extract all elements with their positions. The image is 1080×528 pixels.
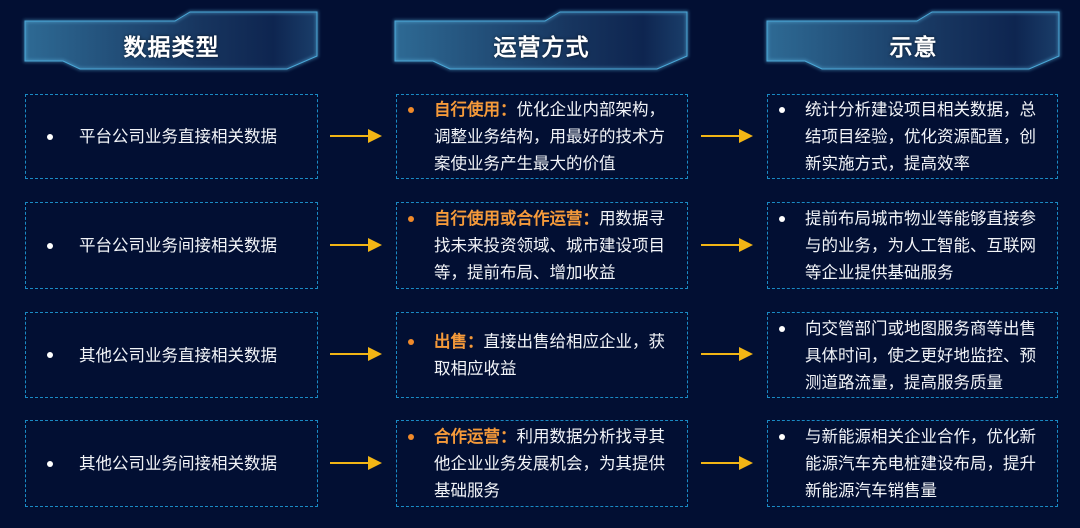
illustration-text: 提前布局城市物业等能够直接参与的业务，为人工智能、互联网等企业提供基础服务: [805, 209, 1036, 282]
illustration-text: 与新能源相关企业合作，优化新能源汽车充电桩建设布局，提升新能源汽车销售量: [805, 427, 1036, 500]
header-label: 示意: [889, 35, 938, 61]
header-illustration: 示意: [765, 10, 1061, 71]
operation-mode-box: 自行使用或合作运营：用数据寻找未来投资领域、城市建设项目等，提前布局、增加收益: [396, 202, 688, 289]
bullet-icon: [47, 352, 53, 358]
data-type-label: 其他公司业务间接相关数据: [79, 454, 277, 473]
method-keyword: 自行使用或合作运营：: [434, 209, 599, 228]
header-data-type: 数据类型: [23, 10, 319, 71]
bullet-icon: [408, 339, 414, 345]
illustration-box: 向交管部门或地图服务商等出售具体时间，使之更好地监控、预测道路流量，提高服务质量: [767, 312, 1058, 398]
illustration-box: 与新能源相关企业合作，优化新能源汽车充电桩建设布局，提升新能源汽车销售量: [767, 420, 1058, 507]
method-keyword: 自行使用：: [434, 100, 517, 119]
bullet-icon: [779, 216, 785, 222]
illustration-box: 提前布局城市物业等能够直接参与的业务，为人工智能、互联网等企业提供基础服务: [767, 202, 1058, 289]
bullet-icon: [779, 107, 785, 113]
data-type-box: 其他公司业务直接相关数据: [25, 312, 318, 398]
bullet-icon: [408, 434, 414, 440]
arrow-right-icon: [701, 129, 753, 143]
data-type-label: 平台公司业务直接相关数据: [79, 127, 277, 146]
bullet-icon: [408, 216, 414, 222]
operation-mode-box: 自行使用：优化企业内部架构，调整业务结构，用最好的技术方案使业务产生最大的价值: [396, 94, 688, 179]
method-text: 用数据寻找未来投资领域、城市建设项目等，提前布局、增加收益: [434, 209, 665, 282]
arrow-right-icon: [701, 347, 753, 361]
bullet-icon: [47, 460, 53, 467]
illustration-text: 统计分析建设项目相关数据，总结项目经验，优化资源配置，创新实施方式，提高效率: [805, 100, 1036, 173]
arrow-right-icon: [330, 129, 382, 143]
data-type-box: 平台公司业务间接相关数据: [25, 202, 318, 289]
bullet-icon: [408, 107, 414, 113]
bullet-icon: [779, 434, 785, 440]
operation-mode-box: 合作运营：利用数据分析找寻其他企业业务发展机会，为其提供基础服务: [396, 420, 688, 507]
header-frame: [23, 10, 319, 71]
header-label: 数据类型: [123, 35, 220, 61]
arrow-right-icon: [330, 238, 382, 252]
bullet-icon: [47, 242, 53, 249]
header-operation-mode: 运营方式: [393, 10, 689, 71]
illustration-text: 向交管部门或地图服务商等出售具体时间，使之更好地监控、预测道路流量，提高服务质量: [805, 318, 1036, 392]
method-text: 直接出售给相应企业，获取相应收益: [434, 332, 665, 378]
illustration-box: 统计分析建设项目相关数据，总结项目经验，优化资源配置，创新实施方式，提高效率: [767, 94, 1058, 179]
method-keyword: 出售：: [434, 332, 484, 351]
arrow-right-icon: [330, 347, 382, 361]
arrow-right-icon: [701, 456, 753, 470]
method-keyword: 合作运营：: [434, 427, 517, 446]
operation-mode-box: 出售：直接出售给相应企业，获取相应收益: [396, 312, 688, 398]
arrow-right-icon: [701, 238, 753, 252]
header-frame: [393, 10, 689, 71]
header-label: 运营方式: [493, 35, 590, 61]
arrow-right-icon: [330, 456, 382, 470]
header-frame: [765, 10, 1061, 71]
method-text: 利用数据分析找寻其他企业业务发展机会，为其提供基础服务: [434, 427, 665, 500]
data-type-label: 平台公司业务间接相关数据: [79, 236, 277, 255]
data-type-label: 其他公司业务直接相关数据: [79, 345, 277, 365]
data-type-box: 其他公司业务间接相关数据: [25, 420, 318, 507]
bullet-icon: [779, 325, 785, 332]
method-text: 优化企业内部架构，调整业务结构，用最好的技术方案使业务产生最大的价值: [434, 100, 665, 173]
data-type-box: 平台公司业务直接相关数据: [25, 94, 318, 179]
bullet-icon: [47, 133, 53, 140]
